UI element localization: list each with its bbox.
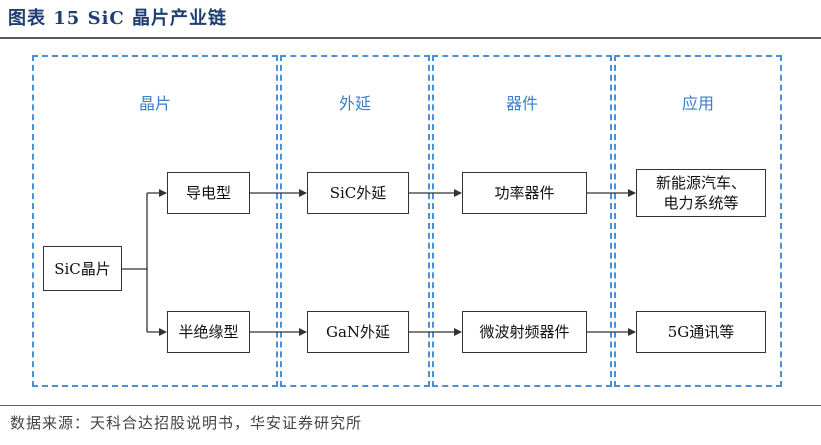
group-label-application: 应用 (681, 94, 714, 113)
node-sic-wafer: SiC晶片 (43, 246, 122, 291)
group-wafer (32, 55, 278, 387)
node-microwave-rf: 微波射频器件 (462, 311, 587, 353)
node-power-device-label: 功率器件 (494, 184, 555, 202)
bottom-divider (0, 405, 821, 406)
node-conductive-label: 导电型 (185, 184, 231, 202)
node-ev-power: 新能源汽车、 电力系统等 (636, 169, 766, 217)
group-epitaxy (280, 55, 430, 387)
node-gan-epi-label: GaN外延 (325, 323, 391, 341)
node-ev-power-line2: 电力系统等 (663, 194, 739, 212)
node-sic-wafer-label: SiC晶片 (54, 259, 111, 278)
node-gan-epi: GaN外延 (307, 311, 409, 353)
node-5g-label: 5G通讯等 (667, 323, 735, 341)
node-ev-power-line1: 新能源汽车、 (655, 174, 746, 192)
top-divider (0, 37, 821, 39)
node-sic-epi-label: SiC外延 (329, 184, 387, 202)
group-label-wafer: 晶片 (138, 94, 171, 113)
source-note: 数据来源：天科合达招股说明书，华安证券研究所 (10, 414, 363, 432)
group-device (432, 55, 612, 387)
figure-title: 图表 15 SiC 晶片产业链 (8, 8, 228, 29)
node-semi-insulating-label: 半绝缘型 (178, 323, 239, 341)
node-power-device: 功率器件 (462, 172, 587, 214)
node-microwave-rf-label: 微波射频器件 (479, 323, 570, 341)
node-5g: 5G通讯等 (636, 311, 766, 353)
group-label-device: 器件 (505, 94, 538, 113)
group-application (614, 55, 782, 387)
node-sic-epi: SiC外延 (307, 172, 409, 214)
node-conductive: 导电型 (167, 172, 250, 214)
node-semi-insulating: 半绝缘型 (167, 311, 250, 353)
group-label-epitaxy: 外延 (338, 94, 371, 113)
